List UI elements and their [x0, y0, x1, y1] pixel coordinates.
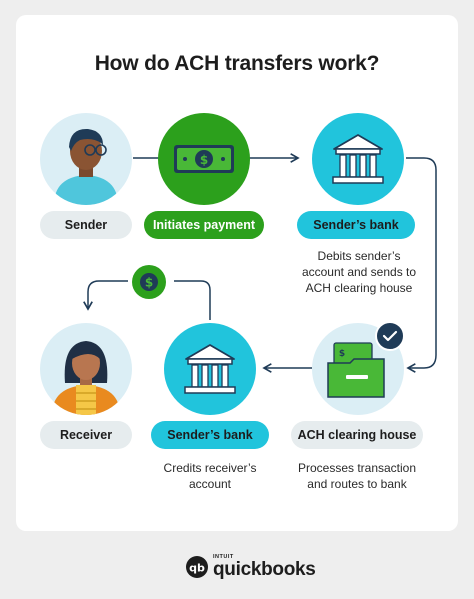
svg-text:qb: qb	[189, 562, 205, 575]
receivers-bank-description: Credits receiver’s account	[163, 461, 257, 491]
arrow-bank-to-receiver	[88, 280, 211, 320]
quickbooks-logo: qb INTUIT quickbooks	[186, 552, 316, 582]
senders-bank-label: Sender’s bank	[297, 211, 415, 239]
receivers-bank-label: Sender’s bank	[151, 421, 269, 449]
receivers-bank-circle	[164, 323, 256, 415]
logo-intuit-text: INTUIT	[213, 553, 234, 560]
sender-avatar	[40, 113, 132, 205]
senders-bank-description: Debits sender’s account and sends to ACH…	[301, 249, 417, 295]
bank-icon	[332, 134, 384, 184]
folder-check-icon: $	[327, 342, 385, 398]
checkmark-icon	[382, 330, 398, 342]
quickbooks-logo-icon: qb	[186, 556, 208, 578]
receiver-label: Receiver	[40, 421, 132, 449]
svg-text:$: $	[145, 276, 153, 290]
bank-icon	[184, 344, 236, 394]
dollar-coin-icon: $	[140, 273, 158, 291]
sender-person-icon	[54, 128, 118, 205]
checkmark-badge	[375, 321, 405, 351]
payment-circle: $	[158, 113, 250, 205]
ach-house-description: Processes transaction and routes to bank	[297, 461, 417, 491]
ach-house-circle: $	[312, 323, 404, 415]
svg-text:$: $	[339, 349, 345, 359]
page-title: How do ACH transfers work?	[94, 52, 380, 75]
ach-house-label: ACH clearing house	[291, 421, 423, 449]
receiver-person-icon	[52, 341, 120, 415]
initiates-payment-label: Initiates payment	[144, 211, 264, 239]
arrow-bank-to-ach	[406, 157, 437, 373]
svg-text:$: $	[200, 153, 208, 167]
logo-brand-text: quickbooks	[213, 559, 316, 581]
sender-label: Sender	[40, 211, 132, 239]
dollar-bill-icon: $	[174, 145, 234, 173]
receiver-avatar	[40, 323, 132, 415]
dollar-coin: $	[132, 265, 166, 299]
senders-bank-circle	[312, 113, 404, 205]
